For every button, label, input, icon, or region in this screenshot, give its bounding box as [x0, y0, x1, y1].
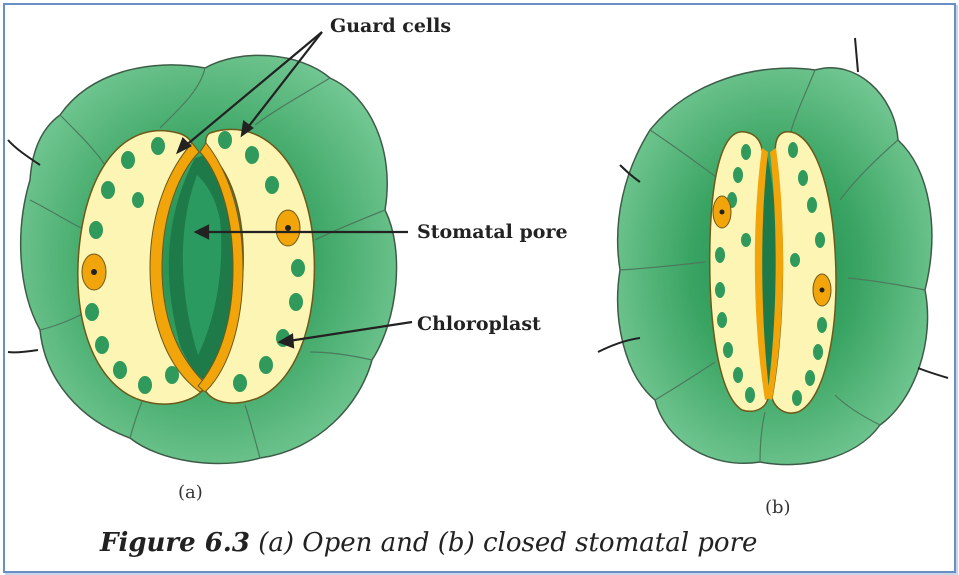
open-stoma [8, 55, 397, 463]
closed-stoma [598, 38, 948, 465]
label-panel-a: (a) [178, 482, 203, 503]
wall-line-a2 [8, 350, 38, 352]
caption-figure-number: Figure 6.3 [100, 528, 250, 558]
label-stomatal-pore: Stomatal pore [417, 221, 568, 243]
caption-text: (a) Open and (b) closed stomatal pore [250, 528, 757, 558]
wall-line-b4 [918, 368, 948, 378]
label-panel-b: (b) [765, 497, 791, 518]
label-guard-cells: Guard cells [330, 15, 451, 37]
wall-line-b1 [855, 38, 858, 72]
figure-caption: Figure 6.3 (a) Open and (b) closed stoma… [100, 528, 860, 558]
label-chloroplast: Chloroplast [417, 313, 541, 335]
